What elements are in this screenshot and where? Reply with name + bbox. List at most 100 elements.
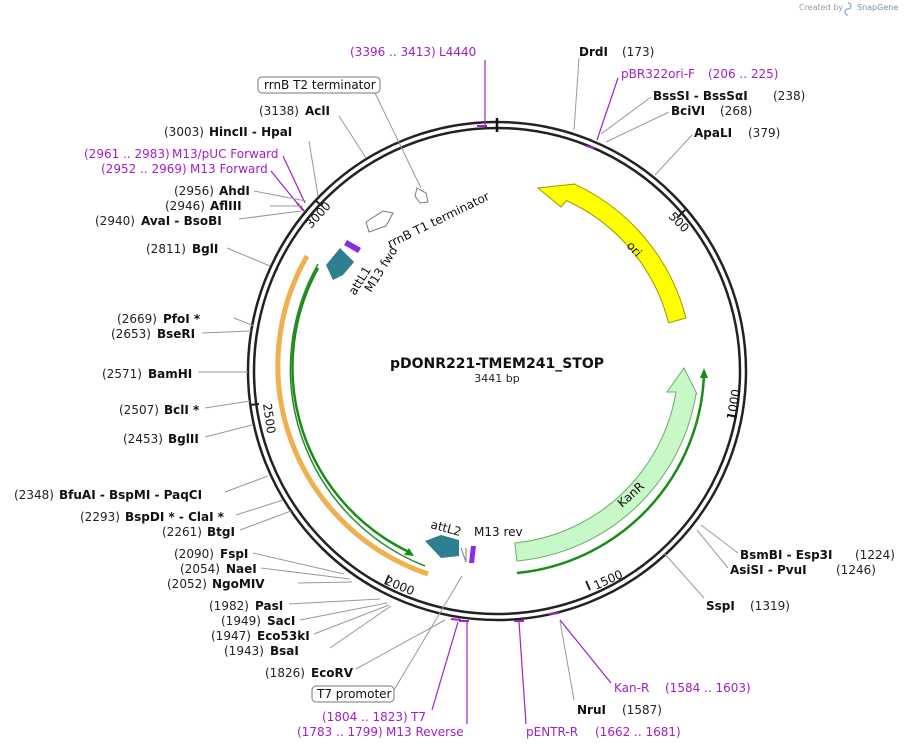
kanr-orf-arrowhead (700, 368, 708, 378)
enzyme-ahdi: (2956) AhdI (174, 184, 307, 202)
primer-m13-reverse-range: (1783 .. 1799) (297, 725, 383, 739)
enzyme-bsmbi-name: BsmBI - Esp3I (740, 548, 832, 562)
primer-kan-r: Kan-R (1584 .. 1603) (548, 612, 751, 695)
enzyme-bsmbi: BsmBI - Esp3I (1224) (700, 524, 895, 562)
enzyme-bsai: (1943) BsaI (224, 605, 392, 658)
enzyme-pfoi-name: PfoI * (163, 312, 201, 326)
enzyme-bcivi-name: BciVI (671, 104, 705, 118)
enzyme-btgi-name: BtgI (207, 525, 235, 539)
enzyme-eco53ki: (1947) Eco53kI (211, 604, 390, 643)
t7-promoter-label: T7 promoter (316, 687, 392, 701)
primer-pbr322ori-f-name: pBR322ori-F (621, 67, 695, 81)
rrnb-t2-label-box (257, 76, 381, 94)
enzyme-hincii-pos: (3003) (164, 125, 204, 139)
enzyme-bamhi-name: BamHI (148, 367, 192, 381)
enzyme-bglii-pos: (2453) (123, 432, 163, 446)
enzyme-bspdi-name: BspDI * - ClaI * (125, 510, 225, 524)
primer-t7-name: T7 (410, 710, 426, 724)
enzyme-bsssi: BssSI - BssSαI (238) (600, 89, 805, 135)
ori-feature (536, 183, 687, 324)
enzyme-ahdi-pos: (2956) (174, 184, 214, 198)
enzyme-sspi: SspI (1319) (663, 552, 790, 613)
rrnb-t1-feature (365, 210, 394, 233)
enzyme-bgli: (2811) BglI (146, 242, 271, 267)
rrnb-t2-feature (414, 187, 429, 204)
enzyme-bspdi-pos: (2293) (80, 510, 120, 524)
kanr-orf-arrow (516, 373, 706, 575)
enzyme-ecorv-name: EcoRV (311, 666, 354, 680)
tick-mark-2500 (249, 403, 260, 406)
primer-m13-forward-name: M13 Forward (190, 162, 268, 176)
primer-m13puc-forward: (2961 .. 2983) M13/pUC Forward (84, 147, 306, 204)
enzyme-pasi-pos: (1982) (209, 599, 249, 613)
enzyme-bcli-name: BclI * (164, 403, 200, 417)
enzyme-nrui: NruI (1587) (559, 620, 662, 717)
tick-label-3000: 3000 (303, 199, 334, 231)
kanr-feature (514, 367, 698, 562)
enzyme-afliii-pos: (2946) (165, 199, 205, 213)
enzyme-fspi: (2090) FspI (174, 547, 345, 575)
enzyme-nrui-pos: (1587) (622, 703, 662, 717)
tick-mark-2000 (384, 574, 390, 585)
rrnb-t2-label: rrnB T2 terminator (264, 78, 376, 92)
attl2-feature (425, 535, 459, 558)
enzyme-drdi: DrdI (173) (573, 45, 654, 131)
enzyme-hincii-name: HincII - HpaI (209, 125, 292, 139)
enzyme-bgli-pos: (2811) (146, 242, 186, 256)
enzyme-apali-name: ApaLI (694, 126, 732, 140)
tick-label-1000: 1000 (724, 388, 743, 421)
enzyme-drdi-pos: (173) (622, 45, 654, 59)
tick-mark-1000 (727, 414, 738, 418)
primer-kan-r-range: (1584 .. 1603) (665, 681, 751, 695)
enzyme-bfuai: (2348) BfuAI - BspMI - PaqCI (14, 475, 269, 502)
primer-t7-range: (1804 .. 1823) (322, 710, 408, 724)
t7-promoter-feature (460, 547, 467, 563)
enzyme-eco53ki-pos: (1947) (211, 629, 251, 643)
enzyme-bcli: (2507) BclI * (119, 400, 251, 417)
enzyme-avai: (2940) AvaI - BsoBI (95, 210, 302, 228)
enzyme-drdi-name: DrdI (579, 45, 608, 59)
m13fwd-feature (344, 240, 361, 253)
enzyme-apali: ApaLI (379) (654, 126, 780, 176)
t7-promoter-label-box (311, 685, 395, 703)
tick-mark-3000 (314, 199, 323, 207)
m13rev-feature (469, 546, 476, 563)
enzyme-pfoi-pos: (2669) (117, 312, 157, 326)
m13rev-label: M13 rev (474, 525, 523, 539)
tick-mark-500 (676, 209, 686, 219)
enzyme-saci: (1949) SacI (221, 602, 388, 628)
enzyme-avai-pos: (2940) (95, 214, 135, 228)
enzyme-apali-pos: (379) (748, 126, 780, 140)
enzyme-bseri: (2653) BseRI (111, 327, 252, 341)
enzyme-fspi-name: FspI (220, 547, 248, 561)
enzyme-bglii: (2453) BglII (123, 424, 253, 446)
insert-region-orange (275, 254, 429, 577)
enzyme-bsssi-pos: (238) (773, 89, 805, 103)
enzyme-bsai-name: BsaI (270, 644, 299, 658)
rrnb-t2-leader (374, 92, 422, 189)
enzyme-acli: (3138) AclI (259, 104, 367, 159)
enzyme-ngomiv: (2052) NgoMIV (167, 577, 353, 591)
enzyme-afliii-name: AflIII (210, 199, 242, 213)
enzyme-bsmbi-pos: (1224) (855, 548, 895, 562)
enzyme-ecorv: (1826) EcoRV (265, 619, 446, 680)
enzyme-bfuai-pos: (2348) (14, 488, 54, 502)
enzyme-naei-name: NaeI (226, 562, 257, 576)
primer-pentr-r-range: (1662 .. 1681) (595, 725, 681, 739)
enzyme-bfuai-name: BfuAI - BspMI - PaqCI (59, 488, 202, 502)
plasmid-length: 3441 bp (474, 372, 519, 385)
enzyme-asisi-name: AsiSI - PvuI (730, 563, 807, 577)
enzyme-saci-name: SacI (267, 614, 295, 628)
insert-region-green (289, 263, 426, 567)
primer-L4440-name: L4440 (439, 45, 476, 59)
enzyme-ngomiv-name: NgoMIV (212, 577, 265, 591)
attl1-feature (326, 248, 354, 280)
enzyme-acli-pos: (3138) (259, 104, 299, 118)
attl2-label: attL2 (429, 517, 463, 539)
insert-orf-arrowhead (404, 548, 414, 556)
enzyme-btgi-pos: (2261) (162, 525, 202, 539)
enzyme-naei: (2054) NaeI (180, 562, 351, 580)
tick-mark-1500 (585, 580, 591, 591)
enzyme-naei-pos: (2054) (180, 562, 220, 576)
